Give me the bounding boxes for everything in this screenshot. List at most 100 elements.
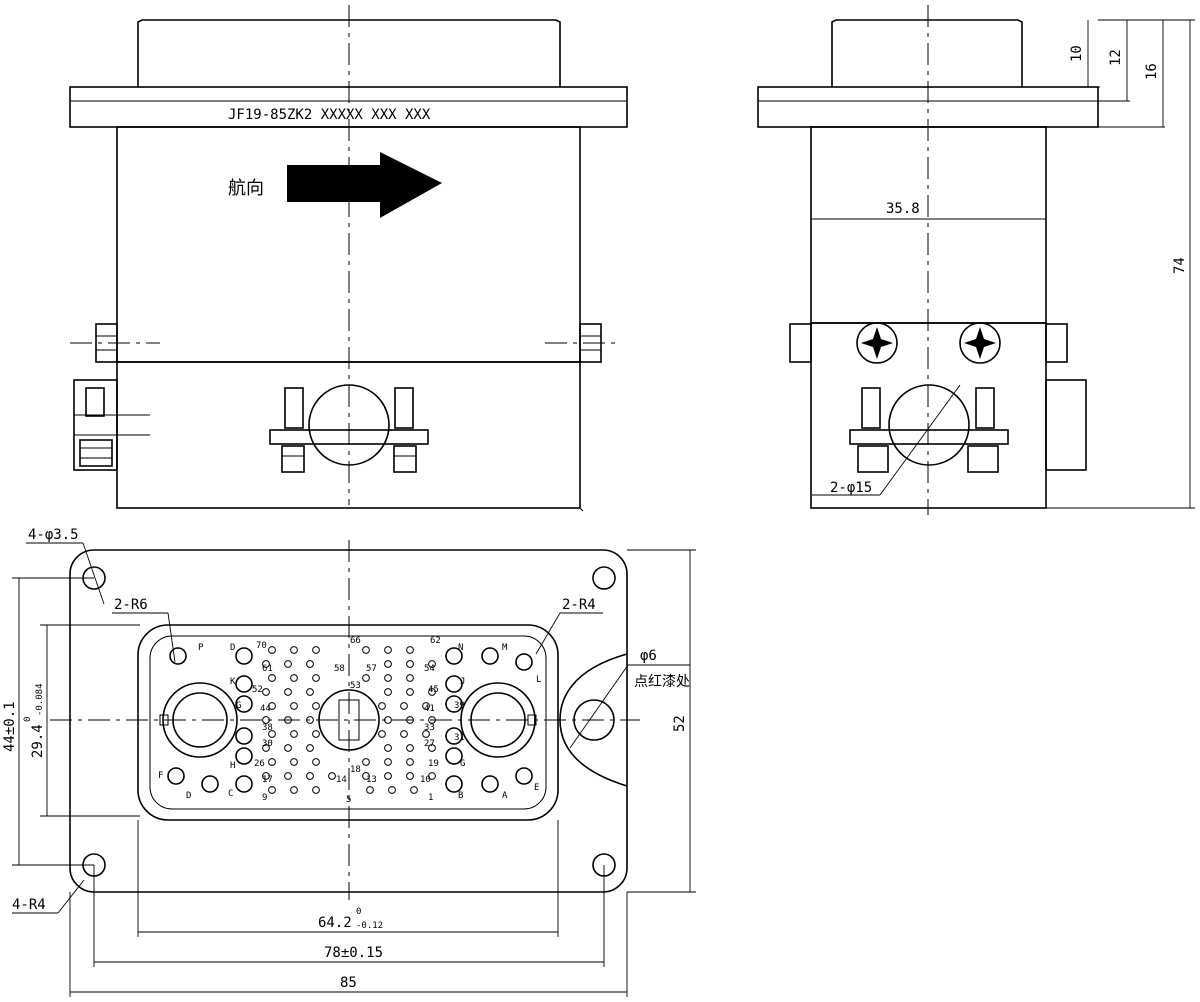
pin-letter: B: [458, 791, 463, 801]
pin-contact: [268, 646, 276, 654]
pin-contact: [306, 660, 314, 668]
pin-number: 57: [366, 664, 377, 674]
mount-hole: [592, 566, 616, 590]
pin-contact: [428, 744, 436, 752]
dim-phi6: φ6: [640, 648, 657, 664]
pin-contact: [362, 758, 370, 766]
front-left-screw: [70, 323, 160, 363]
signal-contact: [169, 647, 187, 665]
pin-letter: A: [502, 791, 508, 801]
pin-number: 13: [366, 775, 377, 785]
pin-contact: [422, 702, 430, 710]
front-cable-clamp: [269, 384, 429, 473]
pin-number: 45: [428, 685, 439, 695]
pin-contact: [384, 674, 392, 682]
pin-contact: [284, 688, 292, 696]
pin-contact: [306, 688, 314, 696]
coax-contact-left: [159, 682, 238, 758]
signal-contact: [235, 647, 253, 665]
pin-contact: [284, 660, 292, 668]
dim-2-r4: 2-R4: [562, 597, 596, 613]
pin-contact: [428, 688, 436, 696]
pin-letter: N: [458, 643, 463, 653]
red-paint-note: 点红漆处: [634, 674, 690, 690]
pin-contact: [312, 702, 320, 710]
pin-contact: [268, 674, 276, 682]
pin-number: 38: [262, 723, 273, 733]
pin-number: 53: [350, 681, 361, 691]
dim-52: 52: [672, 715, 688, 732]
center-contact: [318, 689, 380, 751]
pin-contact: [306, 716, 314, 724]
pin-number: 10: [420, 775, 431, 785]
pin-number: 66: [350, 636, 361, 646]
pin-number: 31: [454, 733, 465, 743]
dim-4-phi3-5: 4-φ3.5: [28, 527, 79, 543]
pin-contact: [290, 674, 298, 682]
pin-contact: [384, 716, 392, 724]
pin-contact: [268, 730, 276, 738]
signal-contact: [445, 775, 463, 793]
direction-label: 航向: [228, 178, 264, 199]
pin-number: 33: [424, 723, 435, 733]
pin-contact: [366, 786, 374, 794]
side-view: 35.8 2-φ15 10 12 16 74: [757, 5, 1195, 515]
dim-29-4: 29.4: [30, 724, 46, 758]
pin-letter: E: [534, 783, 539, 793]
pin-letter: P: [198, 643, 204, 653]
pin-number: 61: [262, 664, 273, 674]
signal-contact: [481, 775, 499, 793]
signal-contact: [515, 767, 533, 785]
pin-contact: [284, 772, 292, 780]
signal-contact: [445, 747, 463, 765]
pin-contact: [406, 660, 414, 668]
pin-contact: [362, 772, 370, 780]
dim-74: 74: [1172, 257, 1188, 274]
pin-number: 5: [346, 795, 351, 805]
dim-35-8: 35.8: [886, 201, 920, 217]
side-right-clamp: [1045, 379, 1087, 471]
pin-contact: [384, 772, 392, 780]
front-left-clamp: [73, 379, 150, 471]
pin-contact: [378, 730, 386, 738]
insert-inner: [149, 635, 547, 810]
pin-number: 14: [336, 775, 347, 785]
dim-85: 85: [340, 975, 357, 991]
dim-29-4-tol-upper: 0: [23, 717, 33, 722]
dim-64-2: 64.2: [318, 915, 352, 931]
pin-number: 58: [334, 664, 345, 674]
pin-contact: [268, 702, 276, 710]
pin-contact: [290, 786, 298, 794]
dim-12: 12: [1108, 49, 1124, 66]
signal-contact: [201, 775, 219, 793]
pin-number: 19: [428, 759, 439, 769]
pin-letter: F: [158, 771, 163, 781]
pin-contact: [284, 744, 292, 752]
dim-phi15-leader: [879, 384, 961, 496]
pin-contact: [362, 674, 370, 682]
signal-contact: [235, 675, 253, 693]
red-paint-hole: [573, 699, 615, 741]
pin-contact: [290, 758, 298, 766]
pin-letter: D: [230, 643, 235, 653]
signal-contact: [445, 727, 463, 745]
pin-letter: G: [460, 759, 465, 769]
dim-64-2-tol-upper: 0: [356, 907, 361, 917]
pin-number: 54: [424, 664, 435, 674]
phillips-screw-icon: [856, 322, 898, 364]
pin-contact: [384, 758, 392, 766]
pin-number: 70: [256, 641, 267, 651]
pin-contact: [400, 702, 408, 710]
pin-contact: [312, 646, 320, 654]
pin-number: 17: [262, 775, 273, 785]
dim-16: 16: [1144, 63, 1160, 80]
pin-contact: [384, 646, 392, 654]
pin-number: 30: [262, 739, 273, 749]
pin-contact: [306, 744, 314, 752]
pin-contact: [406, 716, 414, 724]
dim-2-phi15: 2-φ15: [830, 480, 872, 496]
pin-letter: H: [230, 761, 235, 771]
pin-contact: [406, 674, 414, 682]
pin-number: 39: [454, 701, 465, 711]
